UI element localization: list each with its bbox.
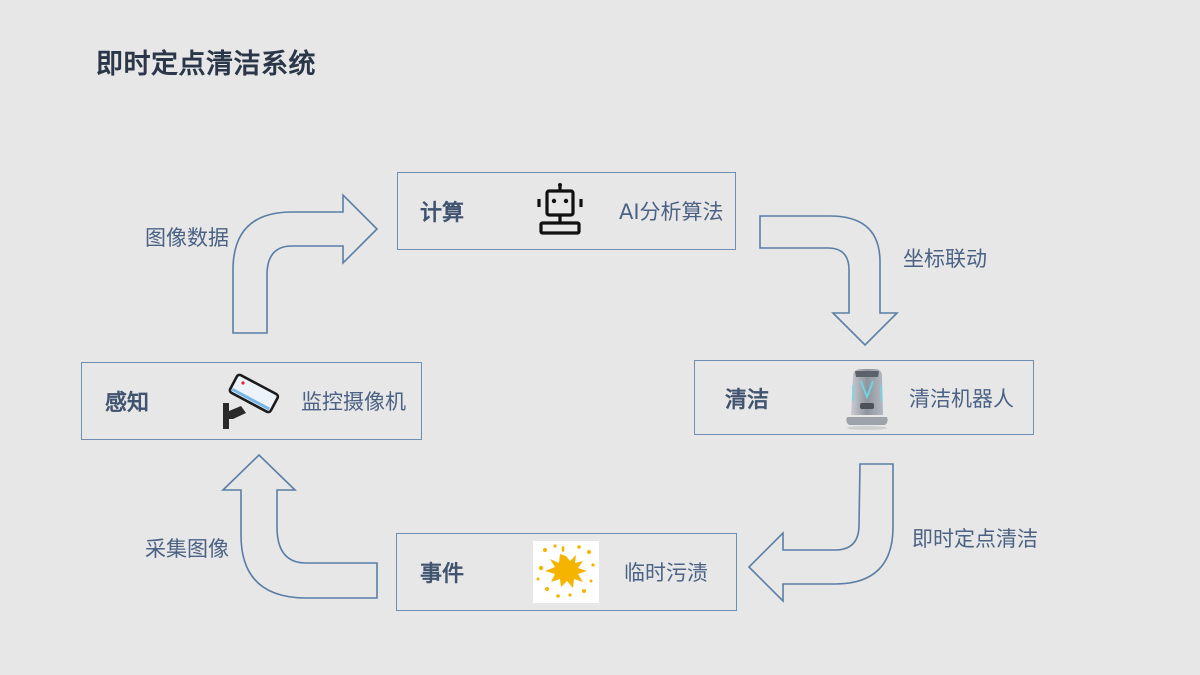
cleaning-robot-icon [843, 367, 891, 435]
arrow-compute-to-clean [759, 215, 899, 347]
node-event: 事件 临时污渍 [396, 533, 737, 611]
flow-label-image-data: 图像数据 [145, 226, 229, 250]
stain-splash-icon [533, 541, 599, 603]
security-camera-icon [219, 373, 285, 437]
node-perceive-desc: 监控摄像机 [301, 390, 406, 414]
node-clean-desc: 清洁机器人 [909, 386, 1014, 411]
robot-icon [534, 182, 586, 244]
flow-label-instant-cleaning: 即时定点清洁 [912, 527, 1038, 551]
node-compute-desc: AI分析算法 [619, 200, 724, 224]
node-clean-head: 清洁 [725, 387, 770, 413]
node-perceive: 感知 监控摄像机 [81, 362, 422, 440]
flow-label-capture-image: 采集图像 [145, 537, 229, 561]
node-event-head: 事件 [420, 562, 465, 587]
arrow-event-to-perceive [221, 453, 378, 599]
node-perceive-head: 感知 [105, 391, 150, 416]
page-title: 即时定点清洁系统 [96, 49, 316, 80]
node-compute: 计算 AI分析算法 [397, 172, 736, 250]
node-compute-head: 计算 [420, 201, 465, 226]
arrow-perceive-to-compute [232, 193, 379, 334]
arrow-clean-to-event [747, 463, 894, 603]
node-event-desc: 临时污渍 [624, 561, 708, 585]
flow-label-coordinate-link: 坐标联动 [903, 247, 987, 271]
node-clean: 清洁 清洁机器人 [694, 360, 1034, 435]
